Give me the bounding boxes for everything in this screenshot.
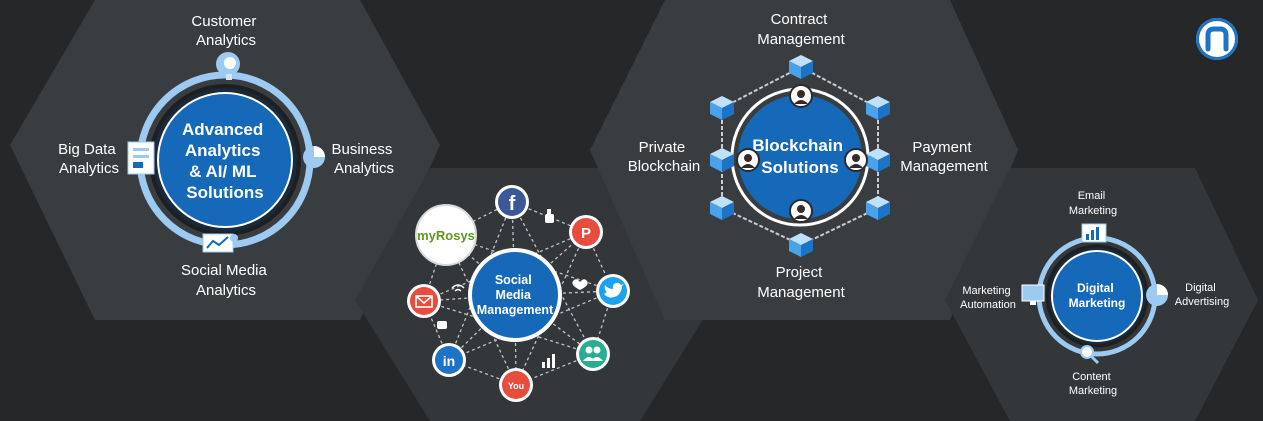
svg-text:f: f (509, 193, 516, 215)
customer-analytics-label: Customer Analytics (191, 13, 260, 49)
email-marketing-label: Email Marketing (1069, 190, 1117, 217)
big-data-analytics-label: Big Data Analytics (58, 141, 120, 177)
pinterest-icon: P (569, 215, 603, 249)
payment-management-label: Payment Management (900, 139, 988, 175)
chain-link (721, 207, 802, 246)
blockchain-cubes (710, 55, 890, 257)
content-marketing-label: Content Marketing (1069, 371, 1117, 397)
growth-chart-icon (542, 354, 555, 368)
facebook-icon: f (495, 185, 529, 219)
blockchain-center-title: Blockchain Solutions (752, 136, 847, 177)
pie-chart-icon (303, 146, 325, 168)
block-cube-icon (866, 196, 890, 220)
dashboard-icon (202, 233, 238, 253)
twitter-icon (596, 274, 630, 308)
magnifier-icon (1080, 345, 1100, 365)
digital-core (1051, 250, 1143, 342)
brand-name: myRosys (417, 228, 475, 243)
youtube-icon: You (499, 368, 533, 402)
blockchain-avatars (736, 84, 868, 223)
private-blockchain-label: Private Blockchain (628, 139, 701, 175)
blockchain-core (738, 95, 862, 219)
chain-link (800, 66, 879, 109)
brand-badge: myRosys (415, 204, 477, 266)
analytics-core (157, 92, 293, 228)
user-avatar-icon (736, 148, 760, 172)
user-avatar-icon (789, 84, 813, 108)
digital-advertising-label: Digital Advertising (1175, 282, 1229, 308)
chain-link (721, 66, 802, 109)
company-logo[interactable] (1196, 18, 1238, 60)
block-cube-icon (789, 55, 813, 79)
thumbs-up-icon (545, 209, 554, 223)
analytics-cluster: Advanced Analytics & AI/ ML Solutions (58, 13, 396, 299)
network-link (514, 290, 614, 296)
blockchain-cluster: Blockchain Solutions Contract Management… (628, 11, 989, 301)
analytics-center-title: Advanced Analytics & AI/ ML Solutions (182, 120, 268, 202)
block-cube-icon (710, 96, 734, 120)
block-cube-icon (710, 196, 734, 220)
social-center-title: Social Media Management (477, 273, 554, 317)
contract-management-label: Contract Management (757, 11, 845, 48)
block-cube-icon (866, 148, 890, 172)
block-cube-icon (789, 233, 813, 257)
marketing-automation-label: Marketing Automation (960, 285, 1016, 311)
social-cluster: Social Media Management myRosys f P (407, 185, 630, 402)
email-icon (407, 284, 441, 318)
project-management-label: Project Management (757, 264, 845, 301)
social-media-analytics-label: Social Media Analytics (181, 262, 271, 299)
monitor-icon (1021, 284, 1045, 305)
business-analytics-label: Business Analytics (331, 141, 396, 177)
logo-mark-icon (1205, 26, 1229, 52)
chain-link (800, 207, 879, 246)
heart-icon (572, 279, 588, 290)
network-link (423, 300, 450, 361)
digital-center-title: Digital Marketing (1069, 281, 1126, 310)
network-link (423, 231, 587, 302)
svg-text:You: You (508, 381, 524, 391)
linkedin-icon: in (432, 343, 466, 377)
digital-cluster: Digital Marketing Email Marketing Market… (960, 190, 1229, 397)
user-avatar-icon (789, 199, 813, 223)
pie-chart-icon (1146, 284, 1168, 306)
community-icon (576, 337, 610, 371)
wifi-icon (451, 284, 465, 292)
svg-text:P: P (581, 225, 591, 242)
document-chart-icon (127, 141, 155, 175)
block-cube-icon (710, 148, 734, 172)
user-avatar-icon (844, 148, 868, 172)
chat-icon (437, 321, 447, 329)
head-bulb-icon (216, 52, 240, 80)
svg-text:in: in (443, 353, 455, 369)
block-cube-icon (866, 96, 890, 120)
social-core (468, 248, 562, 342)
network-link (514, 294, 594, 355)
bar-chart-icon (1081, 223, 1107, 243)
